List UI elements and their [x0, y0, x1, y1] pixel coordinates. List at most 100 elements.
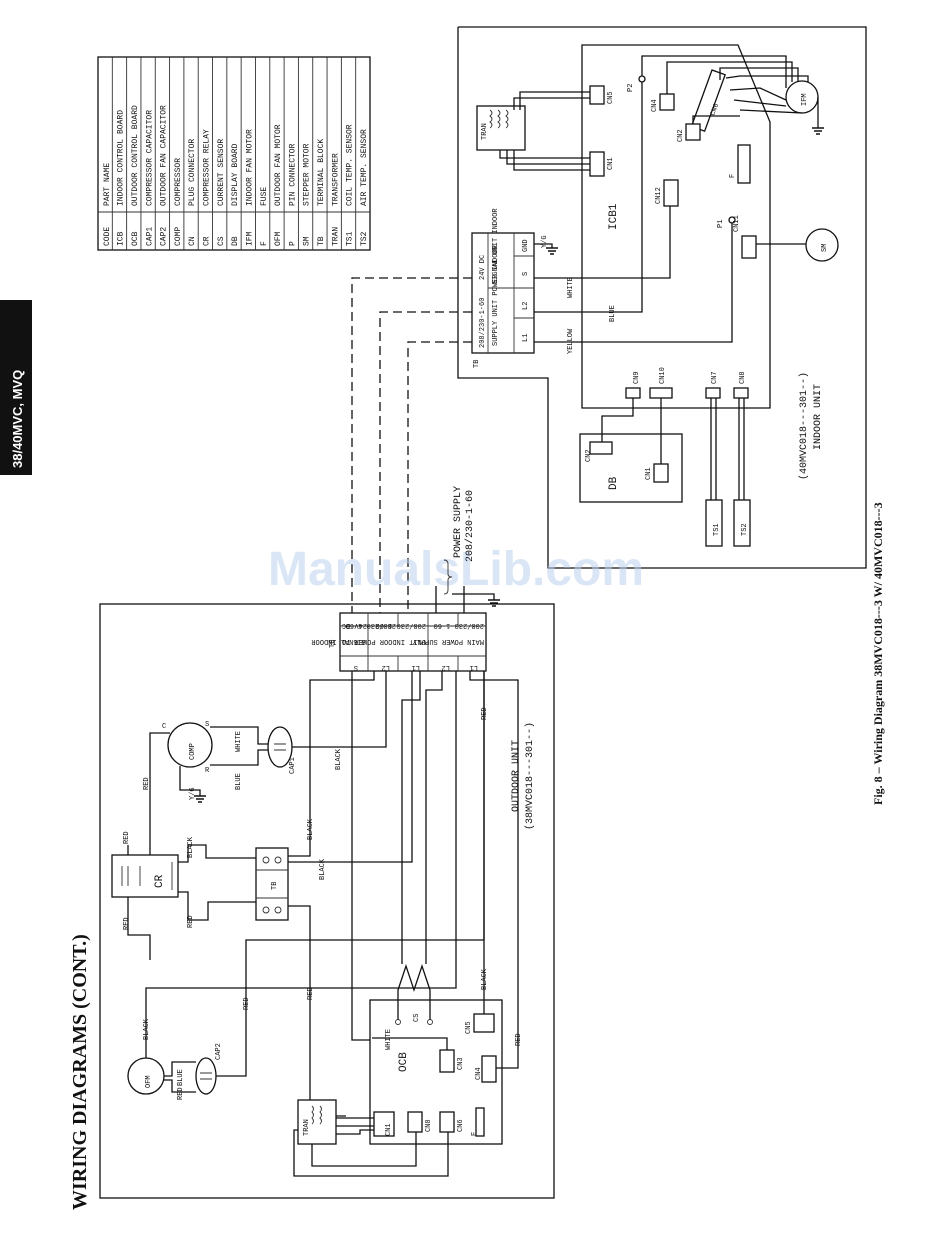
legend-part-name: COMPRESSOR RELAY [203, 129, 212, 206]
ocb-cn4-label: CN4 [475, 1067, 483, 1080]
outdoor-tb-section-power: UNIT INDOOR POWER TO [342, 637, 426, 645]
indoor-tb-rating-24v: 24V DC [479, 255, 487, 280]
legend-part-name: PLUG CONNECTOR [188, 139, 197, 206]
icb-cn10-label: CN10 [659, 367, 667, 384]
indoor-unit-label: INDOOR UNIT [813, 384, 824, 450]
outdoor-unit: OUTDOOR UNIT (38MVC018---301--) POWER SU… [99, 486, 555, 1199]
legend-code: CS [217, 236, 226, 246]
wire-red-ofm: RED [177, 1087, 185, 1100]
icb-cn2-connector [685, 123, 701, 141]
indoor-terminal-block [471, 232, 535, 354]
outdoor-tb-rating-3: 208/230-1-60 [434, 621, 484, 629]
outdoor-tb-rating-1: 208/230-1-60 [346, 621, 396, 629]
legend-part-name: TRANSFORMER [331, 153, 340, 206]
tb2-label: TB [271, 882, 279, 890]
legend-code: CAP1 [145, 227, 154, 246]
power-supply-rating: 208/230-1-60 [464, 490, 476, 562]
icb-cn11-label: CN11 [733, 215, 741, 232]
icb-fuse [737, 144, 751, 184]
db-cn1-label: CN1 [645, 467, 653, 480]
indoor-tb-section-supply: SUPPLY UNIT POWER INDOOR [492, 244, 500, 346]
legend-part-name: DISPLAY BOARD [231, 143, 240, 206]
outdoor-tb-l2b: L2 [442, 663, 450, 671]
watermark: ManualsLib.com [268, 543, 644, 596]
ocb-cn1-label: CN1 [385, 1123, 393, 1136]
cs-label: CS [413, 1014, 421, 1022]
wire-red-cr-top: RED [123, 831, 131, 844]
indoor-wire-yellow: YELLOW [567, 328, 575, 354]
legend-code: CN [188, 236, 197, 246]
wire-white-comp: WHITE [235, 731, 243, 752]
icb-cn5-label: CN5 [607, 91, 615, 104]
legend-code: DB [231, 236, 240, 246]
indoor-tb-gnd: GND [522, 239, 530, 252]
indoor-wire-blue: BLUE [609, 305, 617, 322]
icb-cn7-label: CN7 [711, 371, 719, 384]
compressor-label: COMP [189, 743, 197, 760]
indoor-tb-rating-power: 208/230-1-60 [479, 298, 487, 348]
icb-p2-label: P2 [627, 84, 635, 92]
wire-black-ofm: BLACK [143, 1018, 151, 1040]
cap2-label: CAP2 [215, 1043, 223, 1060]
coil-temp-sensor [705, 499, 723, 547]
outdoor-tran-label: TRAN [303, 1119, 311, 1136]
outdoor-tb-s: S [354, 663, 358, 671]
wire-black-tb2: BLACK [307, 818, 315, 840]
icb-cn4-connector [659, 93, 675, 111]
ocb-cn4-connector [481, 1055, 497, 1083]
legend-code: P [288, 241, 297, 246]
outdoor-tb-section-signal: SIGNAL INDOOR [311, 637, 366, 645]
icb-cn10-connector [649, 387, 673, 399]
wire-black-ocb: BLACK [481, 968, 489, 990]
wire-black-tb2-b: BLACK [319, 858, 327, 880]
outdoor-tb-l1b: L1 [470, 663, 478, 671]
stepper-motor [805, 228, 839, 262]
legend-code: ICB [117, 231, 126, 246]
wire-white-ocb: WHITE [385, 1029, 393, 1050]
indoor-tb-label: TB [473, 360, 481, 368]
wire-red-ocb: RED [515, 1033, 523, 1046]
wire-black-cap1: BLACK [335, 748, 343, 770]
legend-code: COMP [174, 227, 183, 246]
legend-part-name: INDOOR FAN MOTOR [245, 129, 254, 206]
cap1-label: CAP1 [289, 757, 297, 774]
compressor [167, 722, 213, 768]
compressor-relay-label: CR [154, 874, 166, 888]
side-tab-text: 38/40MVC, MVQ [10, 370, 25, 468]
legend-part-name: TERMINAL BLOCK [317, 139, 326, 206]
indoor-tb-section-signal: SIGNAL UNIT INDOOR [492, 208, 500, 284]
section-title: WIRING DIAGRAMS (CONT.) [69, 934, 91, 1210]
ts2-label: TS2 [741, 523, 749, 536]
ocb-cn1-connector [373, 1111, 395, 1137]
ocb-cn6-connector [439, 1111, 455, 1133]
icb-cn6-label: CN6 [709, 102, 721, 117]
legend-code: CR [203, 236, 212, 246]
wire-black-cr: BLACK [187, 836, 195, 858]
outdoor-tb-rating-2: 208/230-1-60 [376, 621, 426, 629]
outdoor-terminal-block [339, 612, 487, 672]
legend-header-name: PART NAME [103, 163, 112, 206]
ocb-cn5-connector [473, 1013, 495, 1033]
icb-cn1-label: CN1 [607, 157, 615, 170]
indoor-wire-white: WHITE [567, 277, 575, 298]
indoor-tb-s: S [522, 272, 530, 276]
ocb-cn5-label: CN5 [465, 1021, 473, 1034]
legend-part-name: STEPPER MOTOR [303, 143, 312, 206]
icb1-label: ICB1 [608, 203, 620, 230]
icb-fuse-label: F [729, 174, 737, 178]
indoor-tran-label: TRAN [481, 123, 489, 140]
legend-code: F [260, 241, 269, 246]
legend-part-name: COMPRESSOR CAPACITOR [145, 110, 154, 206]
indoor-transformer [476, 105, 526, 151]
icb1-board [581, 44, 771, 409]
legend-part-name: OUTDOOR CONTROL BOARD [131, 105, 140, 206]
wire-blue-ofm: BLUE [177, 1069, 185, 1086]
wire-yg-comp: Y/G [189, 787, 197, 800]
legend-code: OFM [274, 231, 283, 246]
wire-red-cr-tb: RED [187, 915, 195, 928]
legend-code: TS2 [360, 231, 369, 246]
wire-red-tb2: RED [307, 987, 315, 1000]
comp-pin-r: R [205, 767, 210, 775]
outdoor-tb-l1a: L1 [412, 663, 420, 671]
icb-cn8-label: CN8 [739, 371, 747, 384]
